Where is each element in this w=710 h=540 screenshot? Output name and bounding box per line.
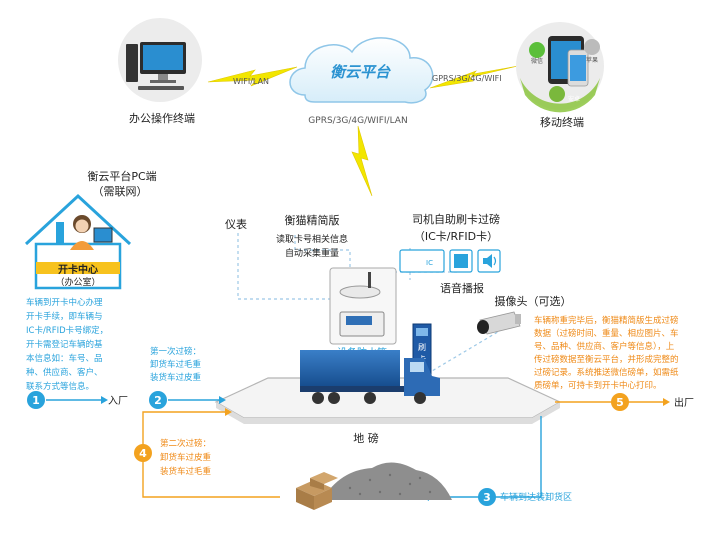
second-weigh-title: 第二次过磅： xyxy=(160,438,211,449)
cloud-title: 衡云平台 xyxy=(330,63,391,81)
left-desc-line: 车辆到开卡中心办理 xyxy=(26,297,103,308)
flow-line-3 xyxy=(422,416,542,498)
left-desc-line: IC卡/RFID卡号绑定， xyxy=(26,325,108,336)
right-desc-line: 传过磅数据至衡云平台，并形成完整的 xyxy=(534,354,679,365)
link-right-label: GPRS/3G/4G/WIFI xyxy=(432,74,502,83)
arrow-right-icon xyxy=(219,396,226,404)
phone-icon xyxy=(567,49,589,87)
first-weigh-line1: 卸货车过毛重 xyxy=(150,359,202,370)
ic-card-icon xyxy=(399,249,445,273)
step-number-2: 2 xyxy=(154,394,162,407)
right-desc-line: 过磅记录。系统推送微信磅单，如需纸 xyxy=(534,367,679,378)
right-desc-line: 质磅单，可持卡到开卡中心打印。 xyxy=(534,380,662,391)
card-icons-row xyxy=(399,249,501,273)
right-desc-line: 数据（过磅时间、重量、相应图片、车 xyxy=(534,328,679,339)
camera-label: 摄像头（可选） xyxy=(495,294,572,308)
simple-version-line2: 自动采集重量 xyxy=(285,247,339,259)
step-circle-5 xyxy=(611,393,629,411)
enter-label: 入厂 xyxy=(108,396,128,407)
desktop-computer-icon xyxy=(126,42,186,90)
simple-version-line1: 读取卡号相关信息 xyxy=(276,233,348,245)
second-weigh-text: 第二次过磅： 卸货车过皮重 装货车过毛重 xyxy=(160,438,212,477)
step-number-1: 1 xyxy=(32,394,40,407)
left-desc-line: 联系方式等信息。 xyxy=(26,381,94,392)
office-terminal xyxy=(118,18,202,102)
scale-label: 地 磅 xyxy=(353,431,379,445)
arrow-right-icon xyxy=(225,408,232,416)
arrow-right-icon xyxy=(101,396,108,404)
lightning-down-icon xyxy=(351,125,373,197)
step-circle-1 xyxy=(27,391,45,409)
second-weigh-line2: 装货车过毛重 xyxy=(160,466,212,477)
pc-label-line1: 衡云平台PC端 xyxy=(87,169,156,183)
lightning-left-icon xyxy=(207,66,298,87)
instrument-label: 仪表 xyxy=(225,217,247,231)
step-circle-2 xyxy=(149,391,167,409)
exit-label: 出厂 xyxy=(674,396,694,409)
step-circle-3 xyxy=(478,488,496,506)
step-number-3: 3 xyxy=(483,491,491,504)
lightning-right-icon xyxy=(429,65,519,89)
first-weigh-text: 第一次过磅： 卸货车过毛重 装货车过皮重 xyxy=(150,346,202,383)
left-desc-line: 开卡需登记车辆的基 xyxy=(26,339,103,350)
card-machine-char: 刷 xyxy=(418,343,426,352)
voice-label: 语音播报 xyxy=(440,281,484,295)
lightning-bolts xyxy=(207,65,519,197)
waterproof-box xyxy=(329,267,397,345)
link-down-label: GPRS/3G/4G/WIFI/LAN xyxy=(308,116,407,126)
step-circles xyxy=(27,391,629,506)
camera-icon xyxy=(477,311,521,335)
second-weigh-line1: 卸货车过皮重 xyxy=(160,452,212,463)
speaker-icon xyxy=(483,254,497,268)
weighing-indicator-icon xyxy=(339,311,385,337)
cargo-pile xyxy=(322,462,452,500)
card-center-subtitle: （办公室） xyxy=(55,276,100,288)
first-weigh-line2: 装货车过皮重 xyxy=(150,372,202,383)
router-icon xyxy=(339,272,381,299)
cardboard-boxes-icon xyxy=(296,472,338,510)
right-desc-line: 号、品种、供应商、客户等信息），上 xyxy=(534,341,675,352)
simple-version-title: 衡猫精简版 xyxy=(285,213,340,227)
office-label: 办公操作终端 xyxy=(129,111,195,125)
mobile-icon-label-wechat: 微信 xyxy=(531,57,543,65)
card-center-house xyxy=(24,193,132,290)
mobile-terminal xyxy=(516,22,604,113)
apple-icon xyxy=(584,39,600,55)
left-description: 车辆到开卡中心办理 开卡手续，即车辆与 IC卡/RFID卡号绑定， 开卡需登记车… xyxy=(26,297,108,392)
left-desc-line: 本信息如：车号、品 xyxy=(26,353,103,364)
mobile-icon-label-android: 安卓 xyxy=(568,95,580,103)
cloud-platform xyxy=(289,37,434,104)
mobile-label: 移动终端 xyxy=(540,115,584,129)
driver-card-title: 司机自助刷卡过磅 xyxy=(412,212,500,226)
step-circle-4 xyxy=(134,444,152,462)
truck-icon xyxy=(300,350,440,404)
android-icon xyxy=(549,86,565,102)
clerk-person-icon xyxy=(70,215,94,250)
arrow-right-icon xyxy=(663,398,670,406)
left-desc-line: 开卡手续，即车辆与 xyxy=(26,311,103,322)
link-left-label: WIFI/LAN xyxy=(233,77,269,86)
wechat-icon xyxy=(529,42,545,58)
pc-label-line2: （需联网） xyxy=(93,185,148,198)
step-number-4: 4 xyxy=(139,447,147,460)
right-description: 车辆称重完毕后，衡猫精简版生成过磅 数据（过磅时间、重量、相应图片、车 号、品种… xyxy=(534,315,679,391)
step-number-5: 5 xyxy=(616,396,624,409)
card-center-title: 开卡中心 xyxy=(58,263,98,276)
ic-card-tag: IC xyxy=(426,259,433,267)
mobile-icon-label-apple: 苹果 xyxy=(586,56,598,64)
right-desc-line: 车辆称重完毕后，衡猫精简版生成过磅 xyxy=(534,315,679,326)
first-weigh-title: 第一次过磅： xyxy=(150,346,201,357)
driver-card-subtitle: （IC卡/RFID卡） xyxy=(414,230,498,243)
left-desc-line: 种、供应商、客户、 xyxy=(26,367,103,378)
unload-label: 车辆到达装卸货区 xyxy=(500,491,572,503)
